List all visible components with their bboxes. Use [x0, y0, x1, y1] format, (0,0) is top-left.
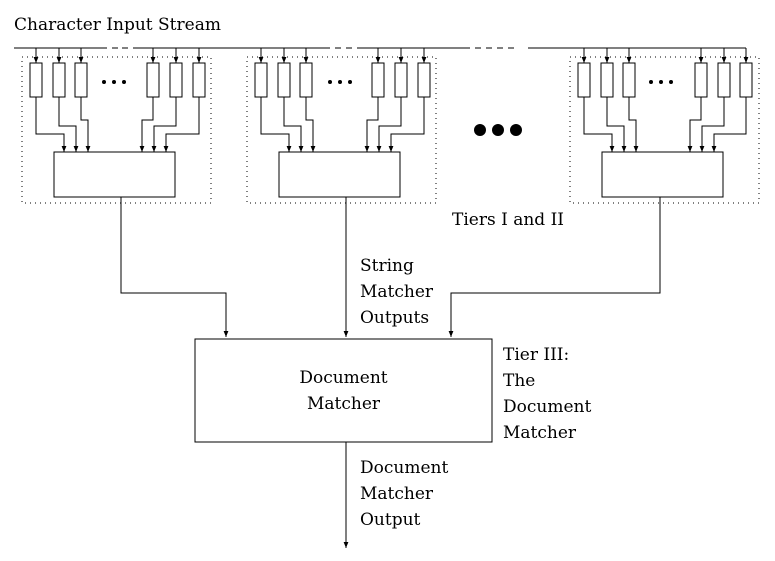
string-matcher-outputs-line-1: String — [360, 256, 414, 276]
string-matcher-group-2 — [246, 48, 437, 204]
string-matcher-outputs-line-3: Outputs — [360, 308, 430, 328]
tier-iii-line-3: Document — [503, 397, 592, 417]
document-matcher-line-2: Matcher — [306, 394, 381, 414]
tier-iii-line-2: The — [503, 371, 536, 391]
document-matcher-line-1: Document — [299, 368, 388, 388]
string-matcher-group-1 — [21, 48, 212, 204]
document-matcher-output-line-2: Matcher — [360, 484, 434, 504]
matcher-output-connections — [120, 197, 661, 337]
tiers-i-and-ii-label: Tiers I and II — [452, 210, 565, 230]
document-matcher-output-line-3: Output — [360, 510, 421, 530]
document-matcher-output-line-1: Document — [360, 458, 449, 478]
character-input-stream-label: Character Input Stream — [14, 15, 221, 35]
tier-iii-label: Tier III: The Document Matcher — [503, 342, 591, 446]
string-matcher-outputs-line-2: Matcher — [360, 282, 434, 302]
string-matcher-outputs-label: String Matcher Outputs — [360, 253, 433, 331]
string-matcher-group-3 — [569, 48, 760, 204]
document-matcher-label: Document Matcher — [195, 365, 492, 417]
document-matcher-box — [194, 338, 493, 443]
tier-iii-line-1: Tier III: — [503, 345, 570, 365]
tier-iii-line-4: Matcher — [503, 423, 577, 443]
ellipsis-markers — [102, 80, 673, 84]
document-matcher-output-label: Document Matcher Output — [360, 455, 448, 533]
more-groups-ellipsis — [474, 124, 522, 136]
